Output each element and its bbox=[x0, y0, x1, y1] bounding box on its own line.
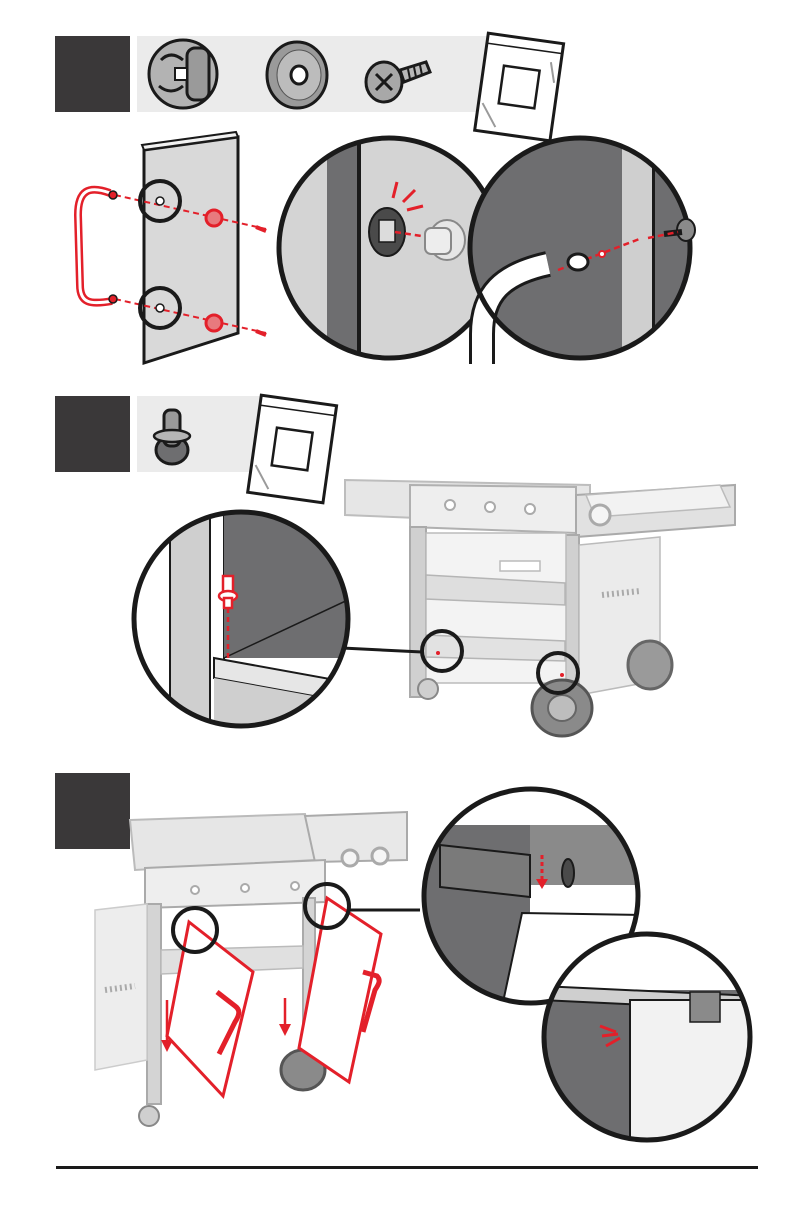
hardware-bag-icon bbox=[248, 395, 337, 503]
step-1-door-handle-illustration bbox=[60, 125, 280, 365]
phillips-screw-icon bbox=[366, 62, 430, 102]
door-hinge-pin-icon bbox=[154, 410, 190, 464]
hinge-pin-insert-detail bbox=[130, 508, 352, 730]
page-bottom-rule bbox=[56, 1166, 758, 1169]
door-bumper-clip-icon bbox=[149, 40, 217, 108]
step-2-grill-cart-illustration bbox=[340, 465, 745, 740]
hardware-bag-icon bbox=[475, 33, 564, 141]
step-3-grill-doors-illustration bbox=[95, 800, 415, 1140]
door-seated-detail bbox=[540, 930, 755, 1145]
handle-screw-detail bbox=[462, 134, 722, 364]
step-3-callout-connector bbox=[348, 900, 428, 920]
step-2-callout-connector bbox=[340, 640, 440, 660]
washer-icon bbox=[267, 42, 327, 108]
